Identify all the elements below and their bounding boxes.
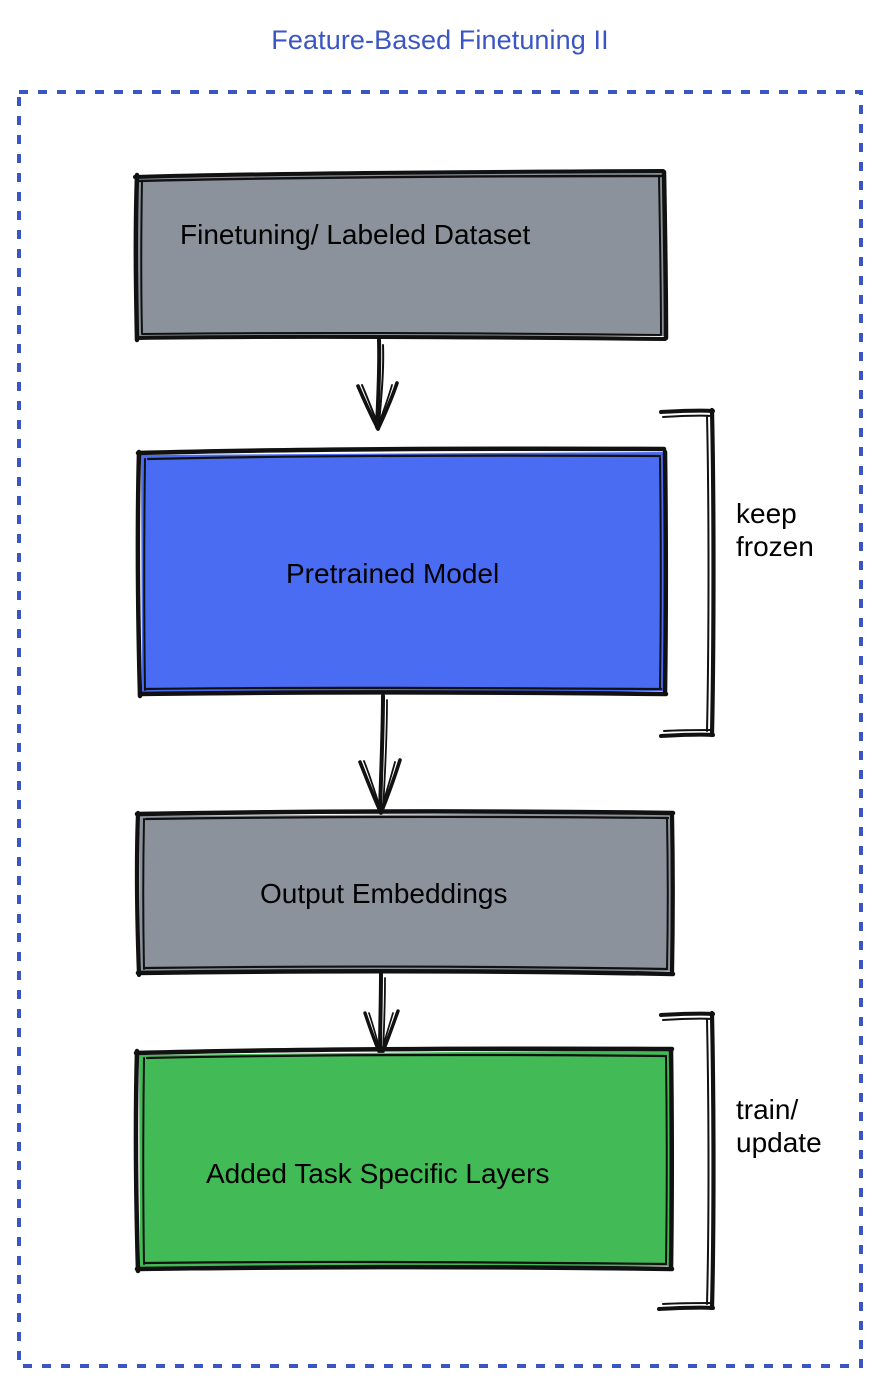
node-embeddings-outline-c <box>669 810 675 977</box>
bracket-train-update-spine <box>709 1010 716 1311</box>
bracket-train-update-top-arm <box>659 1011 715 1017</box>
node-layers-outline-h <box>142 1057 145 1265</box>
node-embeddings-outline-d <box>666 818 669 970</box>
node-embeddings-shape <box>139 813 672 974</box>
node-layers-outline-g <box>133 1048 141 1274</box>
bracket-keep-frozen-top-arm <box>659 408 715 414</box>
node-embeddings-outline-b <box>144 815 670 821</box>
node-dataset-outline-c <box>661 169 669 341</box>
bracket-keep-frozen-spine2 <box>706 415 710 732</box>
node-layers-outline-c <box>668 1047 674 1271</box>
node-embeddings[interactable] <box>134 809 676 978</box>
node-pretrained-outline-g <box>135 449 143 699</box>
node-dataset-outline-a <box>133 169 665 179</box>
bracket-train-update-top-arm2 <box>662 1017 713 1021</box>
bracket-keep-frozen-bottom-arm2 <box>663 729 712 732</box>
node-dataset-outline-e <box>135 334 667 341</box>
edge-pretrained-embeddings-line <box>378 694 385 814</box>
node-layers-label: Added Task Specific Layers <box>206 1158 550 1189</box>
edge-dataset-pretrained-line <box>375 338 382 429</box>
edge-embeddings-layers <box>363 972 400 1058</box>
edge-pretrained-embeddings-arrowhead-right2 <box>380 761 396 812</box>
node-dataset-outline-g <box>133 172 140 343</box>
bracket-train-update-bottom-arm2 <box>662 1302 712 1305</box>
bracket-keep-frozen-bottom-arm <box>659 732 715 738</box>
node-pretrained-shape <box>141 452 665 696</box>
edge-dataset-pretrained-arrowhead-left2 <box>361 384 380 428</box>
outer-dashed-frame <box>17 90 863 1368</box>
node-layers-outline-e <box>134 1264 675 1272</box>
bracket-keep-frozen-label: keep frozen <box>736 498 814 563</box>
node-dataset-shape <box>136 172 666 339</box>
bracket-keep-frozen-top-arm2 <box>662 414 713 418</box>
node-pretrained-outline-d <box>659 457 662 689</box>
node-pretrained[interactable] <box>135 446 669 699</box>
node-dataset-label: Finetuning/ Labeled Dataset <box>180 219 531 250</box>
bracket-train-update <box>657 1010 716 1311</box>
node-pretrained-outline-c <box>662 449 668 696</box>
node-dataset-outline-f <box>141 331 661 336</box>
bracket-keep-frozen <box>659 407 716 738</box>
node-dataset-outline-d <box>658 175 662 336</box>
edge-pretrained-embeddings-arrowhead-left2 <box>363 760 382 812</box>
node-layers-shape <box>139 1050 671 1270</box>
node-layers[interactable] <box>133 1046 675 1274</box>
edge-dataset-pretrained <box>356 338 399 431</box>
node-dataset[interactable] <box>133 169 669 343</box>
node-pretrained-outline-a <box>135 446 667 456</box>
node-layers-outline-b <box>145 1053 668 1060</box>
bracket-train-update-label: train/ update <box>736 1094 822 1159</box>
edge-embeddings-layers-line <box>378 972 383 1057</box>
node-layers-outline-d <box>665 1056 668 1264</box>
edge-dataset-pretrained-line2 <box>378 344 385 425</box>
edge-pretrained-embeddings-arrowhead-left <box>358 760 383 815</box>
node-embeddings-outline-g <box>134 810 142 978</box>
node-pretrained-label: Pretrained Model <box>286 558 500 589</box>
node-pretrained-outline-h <box>143 458 146 691</box>
edge-dataset-pretrained-arrowhead-left <box>356 384 380 431</box>
node-dataset-outline-h <box>140 180 143 334</box>
node-dataset-outline-b <box>135 174 664 183</box>
node-pretrained-outline-b <box>146 454 662 461</box>
edge-pretrained-embeddings <box>358 694 402 815</box>
node-pretrained-outline-f <box>144 686 663 691</box>
node-embeddings-outline-e <box>135 969 676 977</box>
node-embeddings-outline-h <box>142 818 145 970</box>
edge-pretrained-embeddings-arrowhead-right <box>379 758 402 815</box>
node-embeddings-outline-a <box>134 809 676 817</box>
node-layers-outline-f <box>143 1260 668 1266</box>
node-layers-outline-a <box>133 1046 675 1056</box>
node-embeddings-outline-f <box>143 965 669 971</box>
bracket-train-update-bottom-arm <box>657 1305 715 1311</box>
edge-dataset-pretrained-arrowhead-right <box>376 381 399 431</box>
node-pretrained-outline-e <box>137 690 669 697</box>
page-title: Feature-Based Finetuning II <box>271 25 609 55</box>
bracket-keep-frozen-spine <box>709 407 716 738</box>
node-embeddings-label: Output Embeddings <box>260 878 508 909</box>
bracket-train-update-spine2 <box>706 1019 710 1305</box>
edge-dataset-pretrained-arrowhead-right2 <box>377 384 393 427</box>
